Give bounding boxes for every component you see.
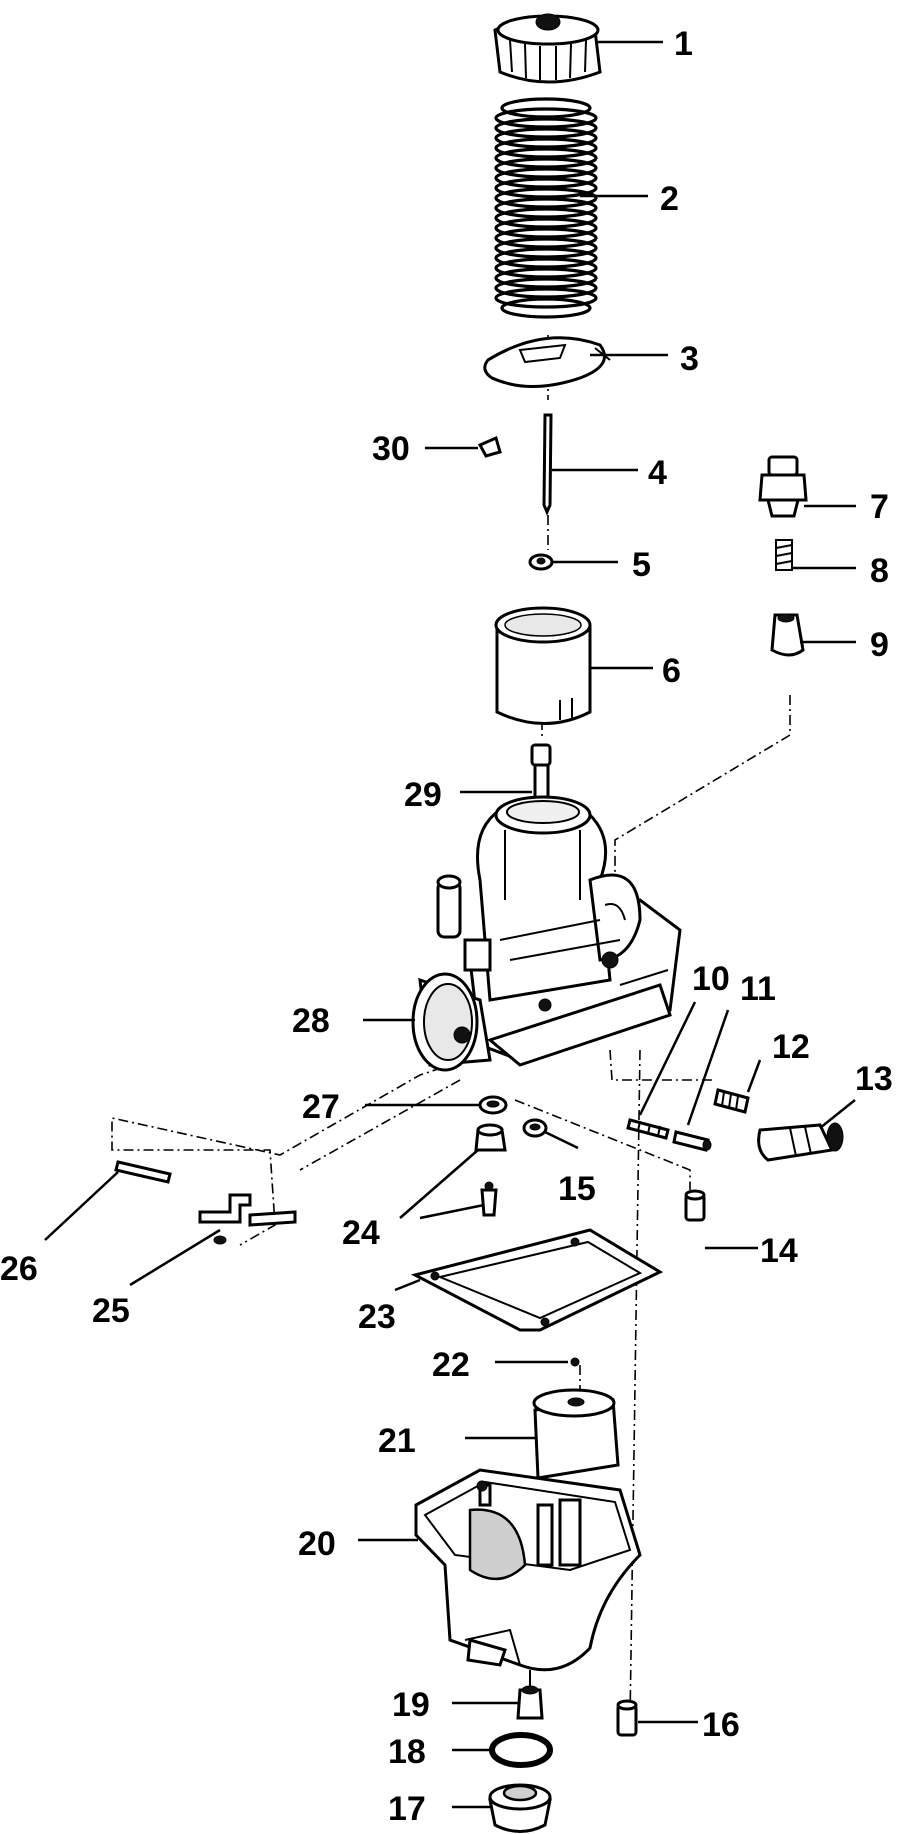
spring-coil bbox=[494, 267, 598, 289]
callout-7: 7 bbox=[870, 488, 889, 526]
callout-labels: 1 2 3 30 4 5 6 7 8 9 29 28 10 11 12 13 2… bbox=[0, 25, 893, 1828]
spring-coil bbox=[494, 147, 598, 169]
spring-coil bbox=[494, 177, 598, 199]
spring-coil bbox=[494, 167, 598, 189]
spring-coil bbox=[494, 277, 598, 299]
part-21-float bbox=[532, 1388, 620, 1480]
callout-26: 26 bbox=[0, 1250, 38, 1288]
callout-24: 24 bbox=[342, 1214, 380, 1252]
part-15-plug bbox=[522, 1118, 548, 1138]
spring-coil bbox=[494, 247, 598, 269]
part-3-retainer-plate bbox=[483, 336, 611, 388]
spring-coil bbox=[500, 97, 592, 119]
part-16-drain-screw bbox=[616, 1699, 638, 1737]
callout-6: 6 bbox=[662, 652, 681, 690]
callout-29: 29 bbox=[404, 776, 442, 814]
callout-16: 16 bbox=[702, 1706, 740, 1744]
spring-coil bbox=[494, 237, 598, 259]
callout-13: 13 bbox=[855, 1060, 893, 1098]
spring-coil bbox=[494, 117, 598, 139]
spring-coil bbox=[494, 287, 598, 309]
callout-10: 10 bbox=[692, 960, 730, 998]
callout-5: 5 bbox=[632, 546, 651, 584]
spring-coil bbox=[494, 187, 598, 209]
callout-27: 27 bbox=[302, 1088, 340, 1126]
part-24-main-jet-and-needle-valve bbox=[474, 1123, 507, 1217]
part-22-small-ball bbox=[570, 1357, 580, 1367]
callout-22: 22 bbox=[432, 1346, 470, 1384]
callout-20: 20 bbox=[298, 1525, 336, 1563]
part-13-throttle-stop-screw bbox=[757, 1122, 844, 1162]
spring-coil bbox=[494, 107, 598, 129]
part-8-small-spring bbox=[775, 539, 793, 571]
callout-21: 21 bbox=[378, 1422, 416, 1460]
spring-coil bbox=[494, 257, 598, 279]
part-12-spring bbox=[713, 1088, 750, 1114]
leader-lines bbox=[44, 40, 856, 1809]
part-17-drain-plug bbox=[488, 1783, 552, 1833]
part-30-clip bbox=[477, 435, 502, 458]
callout-3: 3 bbox=[680, 340, 699, 378]
callout-8: 8 bbox=[870, 552, 889, 590]
part-10-pilot-air-screw bbox=[626, 1118, 670, 1140]
part-7-adjuster-nut bbox=[758, 455, 808, 518]
spring-coil bbox=[494, 157, 598, 179]
callout-15: 15 bbox=[558, 1170, 596, 1208]
part-6-throttle-valve bbox=[494, 606, 592, 725]
callout-18: 18 bbox=[388, 1733, 426, 1771]
spring-coil bbox=[494, 127, 598, 149]
callout-14: 14 bbox=[760, 1232, 798, 1270]
callout-4: 4 bbox=[648, 454, 667, 492]
callout-2: 2 bbox=[660, 180, 679, 218]
spring-coil bbox=[494, 197, 598, 219]
part-2-spring bbox=[494, 97, 598, 319]
part-11-spring bbox=[672, 1130, 712, 1152]
callout-23: 23 bbox=[358, 1298, 396, 1336]
part-20-float-bowl bbox=[414, 1468, 642, 1672]
callout-30: 30 bbox=[372, 430, 410, 468]
part-26-float-pin bbox=[114, 1160, 172, 1184]
spring-coil bbox=[494, 207, 598, 229]
part-28-carburetor-body bbox=[411, 795, 682, 1072]
callout-19: 19 bbox=[392, 1686, 430, 1724]
callout-25: 25 bbox=[92, 1292, 130, 1330]
part-25-float-arm bbox=[198, 1193, 297, 1245]
part-9-plunger bbox=[770, 613, 805, 657]
part-19-main-jet-holder bbox=[516, 1670, 544, 1720]
part-14-screw bbox=[684, 1189, 706, 1222]
part-4-jet-needle bbox=[542, 413, 553, 516]
part-18-o-ring bbox=[489, 1732, 553, 1768]
spring-coil bbox=[494, 227, 598, 249]
spring-coil bbox=[494, 137, 598, 159]
callout-9: 9 bbox=[870, 626, 889, 664]
callout-28: 28 bbox=[292, 1002, 330, 1040]
part-27-pilot-jet bbox=[478, 1095, 508, 1115]
spring-coil bbox=[500, 297, 592, 319]
part-5-washer bbox=[528, 553, 554, 571]
callout-17: 17 bbox=[388, 1790, 426, 1828]
part-23-float-bowl-gasket bbox=[410, 1228, 664, 1332]
spring-coil bbox=[494, 217, 598, 239]
part-1-top-cap bbox=[493, 13, 602, 84]
callout-11: 11 bbox=[740, 970, 776, 1008]
callout-12: 12 bbox=[772, 1028, 810, 1066]
callout-1: 1 bbox=[674, 25, 693, 63]
